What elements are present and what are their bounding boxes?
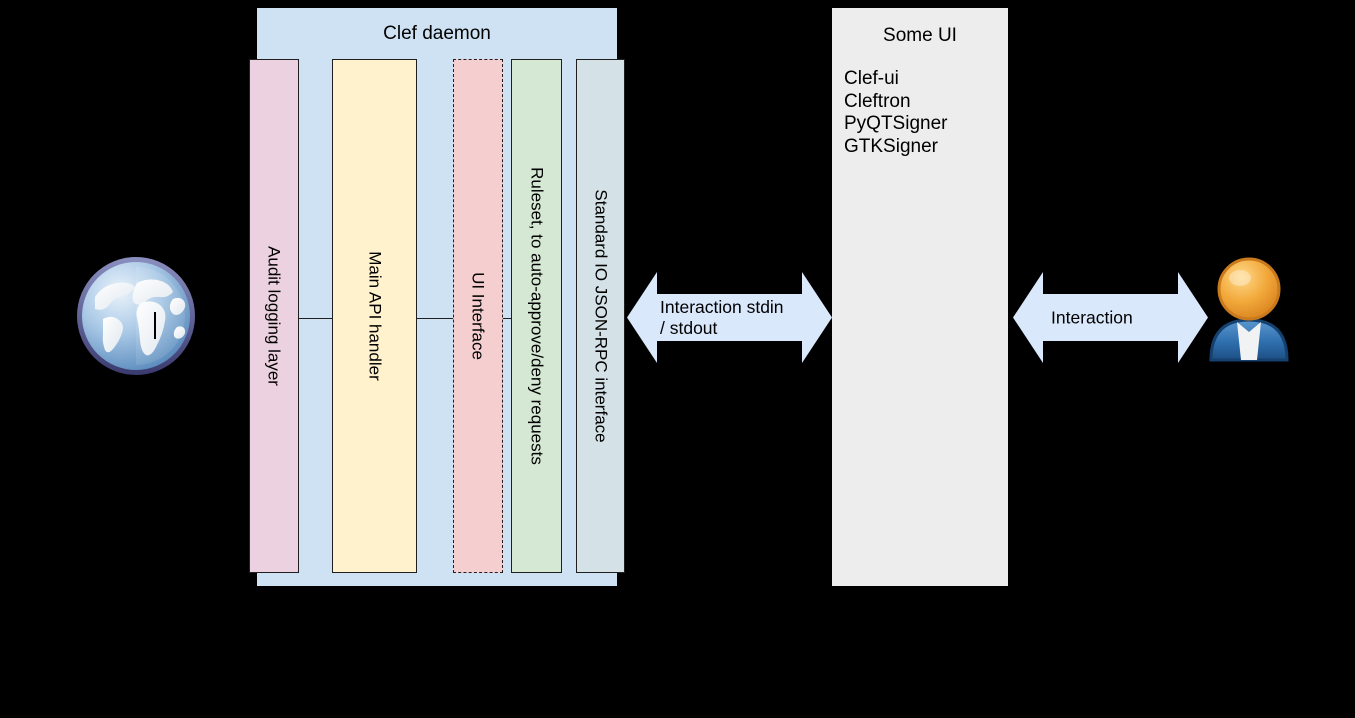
layer-box-audit-logging[interactable]: Audit logging layer (249, 59, 299, 573)
list-item: PyQTSigner (844, 113, 948, 134)
arrow-interaction-user: Interaction (1013, 272, 1208, 363)
double-arrow-icon (1013, 272, 1208, 363)
layer-box-standard-io-jsonrpc[interactable]: Standard IO JSON-RPC interface (576, 59, 625, 573)
some-ui-title: Some UI (883, 25, 957, 46)
list-item: Cleftron (844, 90, 911, 112)
list-item: GTKSigner (844, 135, 938, 157)
clef-daemon-container: Clef daemon (257, 8, 617, 586)
clef-daemon-title: Clef daemon (383, 23, 491, 44)
some-ui-list: Clef-ui Cleftron PyQTSigner GTKSigner (844, 68, 947, 158)
some-ui-panel: Some UI Clef-ui Cleftron PyQTSigner GTKS… (832, 8, 1008, 586)
layer-label-standard-io-jsonrpc: Standard IO JSON-RPC interface (591, 189, 610, 443)
layer-label-ruleset: Ruleset, to auto-approve/deny requests (527, 167, 546, 465)
arrow-interaction-stdin-stdout: Interaction stdin / stdout (627, 272, 832, 363)
connector-audit-to-api (298, 318, 333, 319)
user-icon (1203, 252, 1295, 362)
layer-box-main-api-handler[interactable]: Main API handler (332, 59, 417, 573)
double-arrow-icon (627, 272, 832, 363)
layer-box-ruleset[interactable]: Ruleset, to auto-approve/deny requests (511, 59, 562, 573)
globe-icon (73, 253, 199, 379)
layer-box-ui-interface[interactable]: UI Interface (453, 59, 503, 573)
list-item: Clef-ui (844, 68, 899, 89)
layer-label-audit-logging: Audit logging layer (264, 246, 284, 386)
layer-label-main-api-handler: Main API handler (365, 251, 384, 381)
layer-label-ui-interface: UI Interface (468, 272, 488, 360)
arrow-label-stdio: Interaction stdin / stdout (660, 296, 784, 338)
arrow-label-user: Interaction (1051, 307, 1133, 327)
